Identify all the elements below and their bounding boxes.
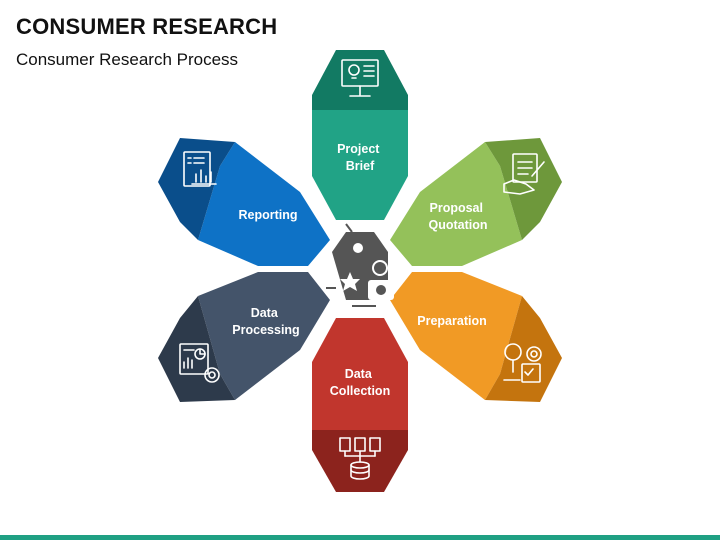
center-tag-hole (353, 243, 363, 253)
segment-data-collection[interactable]: Data Collection (312, 318, 408, 492)
segment-preparation[interactable]: Preparation (390, 272, 562, 402)
footer-bar (0, 535, 720, 540)
segment-reporting[interactable]: Reporting (158, 138, 330, 266)
center-tag-string (345, 223, 353, 233)
segment-reporting-cap (158, 138, 235, 240)
segment-project-brief-label-1: Project (337, 142, 380, 156)
svg-text:Reporting: Reporting (238, 208, 297, 222)
segment-preparation-label-1: Preparation (417, 314, 486, 328)
svg-text:Project Brief: Project Brief (337, 142, 383, 173)
segment-reporting-label-1: Reporting (238, 208, 297, 222)
svg-text:Data Processing: Data Processing (232, 306, 299, 337)
segment-preparation-cap (485, 296, 562, 402)
report-chart-icon (183, 151, 217, 187)
segment-data-processing-main (198, 272, 330, 400)
segment-project-brief[interactable]: Project Brief (312, 50, 408, 220)
svg-text:Proposal Quotation: Proposal Quotation (428, 201, 487, 232)
segment-data-collection-label-2: Collection (330, 384, 390, 398)
segment-data-collection-main (312, 318, 408, 430)
database-documents-icon (339, 437, 381, 480)
segment-proposal-quotation-label-1: Proposal (430, 201, 484, 215)
planning-checklist-icon (503, 343, 542, 383)
lightbulb-presentation-icon (341, 59, 379, 97)
page-subtitle: Consumer Research Process (16, 50, 239, 69)
segment-project-brief-label-2: Brief (346, 159, 375, 173)
segment-project-brief-main (312, 110, 408, 220)
segment-project-brief-cap (312, 50, 408, 110)
handshake-document-icon (503, 153, 545, 195)
report-gear-icon (179, 343, 220, 383)
segment-proposal-quotation-main (390, 142, 522, 266)
segment-data-processing-label-2: Processing (232, 323, 299, 337)
center-star (340, 272, 360, 291)
page-title: CONSUMER RESEARCH (16, 14, 278, 39)
segment-data-processing-label-1: Data (251, 306, 279, 320)
segment-proposal-quotation-label-2: Quotation (428, 218, 487, 232)
segment-reporting-main (198, 142, 330, 266)
segment-preparation-main (390, 272, 522, 400)
segment-data-collection-label-1: Data (345, 367, 373, 381)
segment-proposal-quotation[interactable]: Proposal Quotation (390, 138, 562, 266)
segment-data-processing[interactable]: Data Processing (158, 272, 330, 402)
center-camera-lens (376, 285, 386, 295)
svg-text:Data Collection: Data Collection (330, 367, 390, 398)
svg-text:Preparation: Preparation (417, 314, 486, 328)
center-person-head-fill (374, 262, 386, 274)
consumer-tag-icon (326, 223, 394, 307)
